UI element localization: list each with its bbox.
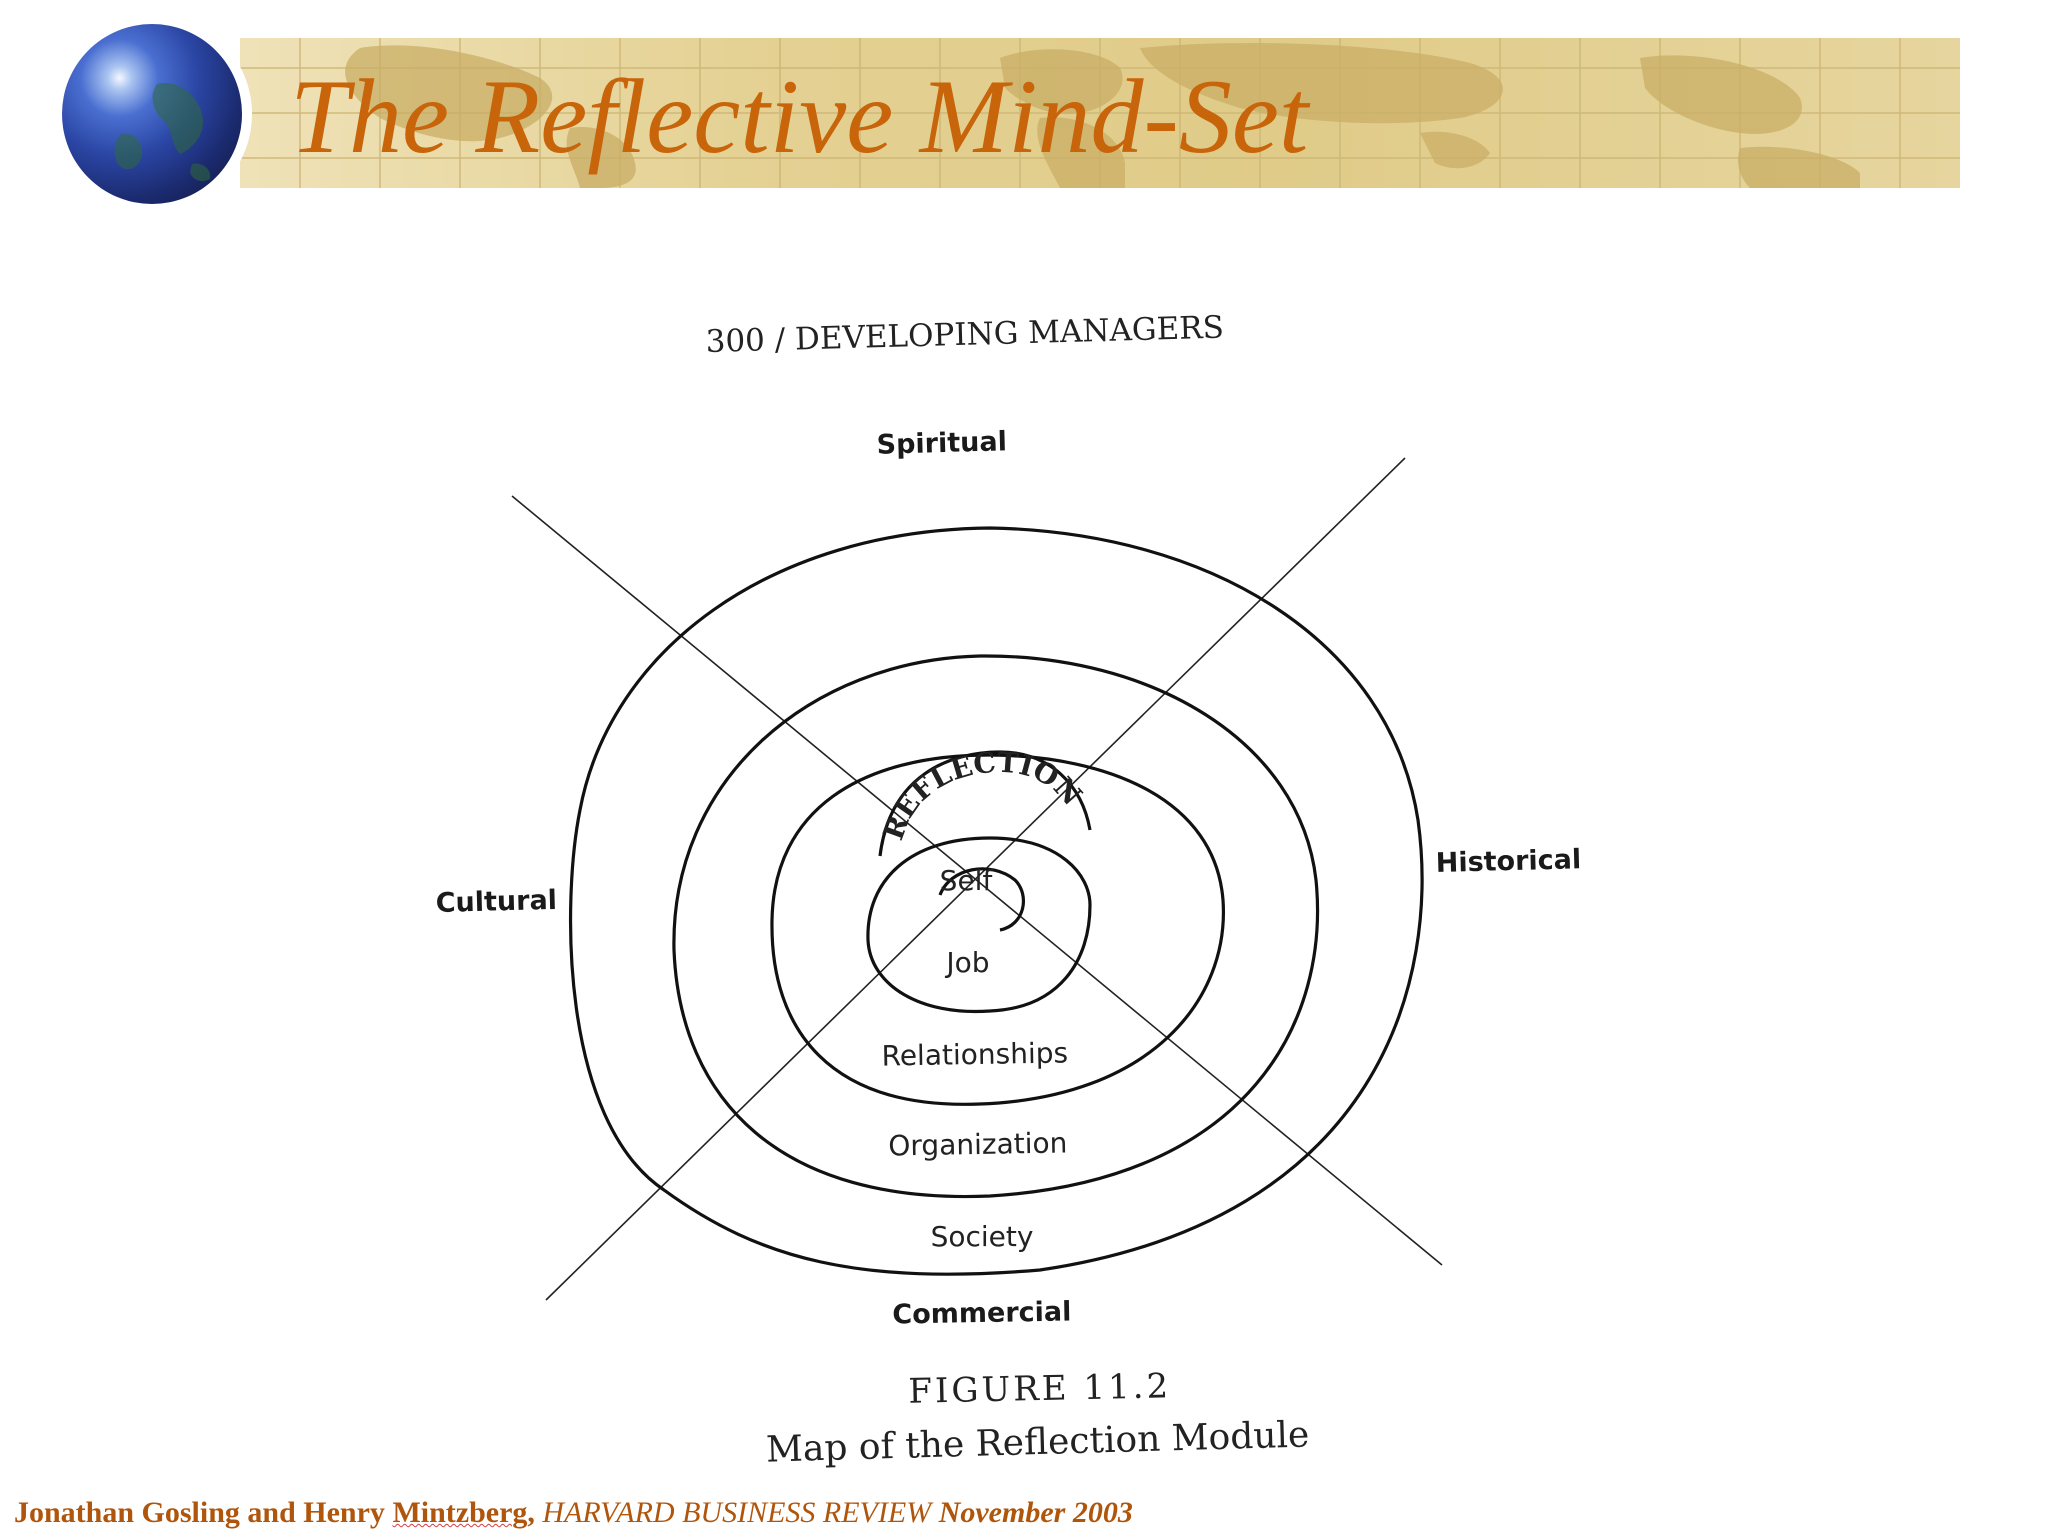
source-citation: Jonathan Gosling and Henry Mintzberg, HA… bbox=[14, 1496, 1133, 1530]
ring-label-self: Self bbox=[940, 864, 994, 897]
slide-title: The Reflective Mind-Set bbox=[290, 58, 1309, 175]
ring-label-job: Job bbox=[944, 946, 989, 979]
figure-number: FIGURE 11.2 bbox=[908, 1366, 1172, 1411]
ring-label-organization: Organization bbox=[888, 1126, 1068, 1162]
dimension-label-spiritual: Spiritual bbox=[876, 426, 1007, 460]
dimension-label-cultural: Cultural bbox=[435, 885, 557, 919]
globe-icon bbox=[62, 24, 242, 204]
reflection-arc bbox=[878, 750, 1092, 857]
ring-self bbox=[938, 867, 1025, 932]
ring-label-society: Society bbox=[931, 1220, 1034, 1253]
world-map-background bbox=[240, 38, 1960, 188]
figure-caption: Map of the Reflection Module bbox=[766, 1414, 1310, 1470]
ring-society bbox=[568, 526, 1424, 1276]
citation-separator: , bbox=[527, 1496, 543, 1529]
ring-relationships bbox=[770, 753, 1225, 1106]
title-banner bbox=[240, 38, 1960, 188]
diagonal-line-cultural-commercial bbox=[511, 495, 1443, 1266]
dimension-label-commercial: Commercial bbox=[892, 1296, 1072, 1330]
dimension-label-historical: Historical bbox=[1435, 844, 1581, 879]
ring-label-relationships: Relationships bbox=[881, 1036, 1068, 1072]
ring-job bbox=[866, 836, 1092, 1014]
globe-continents bbox=[114, 83, 211, 182]
page-header: 300 / DEVELOPING MANAGERS bbox=[705, 310, 1224, 360]
citation-surname: Mintzberg bbox=[392, 1496, 528, 1529]
citation-authors: Jonathan Gosling and Henry bbox=[14, 1496, 393, 1529]
ring-organization bbox=[672, 654, 1320, 1199]
citation-journal: HARVARD BUSINESS REVIEW bbox=[542, 1496, 939, 1529]
citation-date: November 2003 bbox=[938, 1496, 1133, 1529]
